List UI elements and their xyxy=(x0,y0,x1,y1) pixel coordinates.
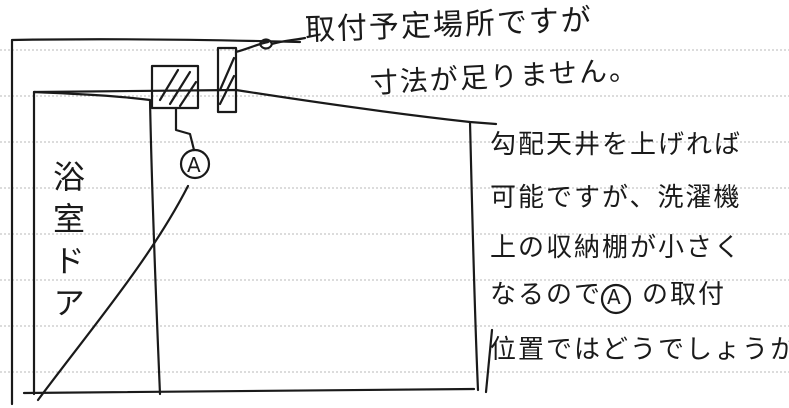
note-side-line-4-before: なるので xyxy=(490,280,603,310)
hatched-wall-piece xyxy=(216,46,238,114)
door-frame xyxy=(32,90,162,396)
note-side-line-4: なるので の取付 xyxy=(490,282,726,308)
door-label: 浴室ドア xyxy=(48,160,86,328)
marker-a-note-circle xyxy=(600,283,632,315)
note-side-line-4-after: の取付 xyxy=(642,280,727,310)
floor-line xyxy=(22,387,476,395)
note-side-line-3: 上の収納棚が小さく xyxy=(490,233,743,263)
connector-a xyxy=(174,106,196,152)
note-side-line-5: 位置ではどうでしょうか？ xyxy=(490,335,789,365)
swing-line xyxy=(36,184,190,402)
leader-line-top xyxy=(234,36,307,54)
marker-a-note-label: A xyxy=(607,285,621,309)
right-wall-tick xyxy=(484,328,494,394)
note-side-line-1: 勾配天井を上げれば xyxy=(490,130,743,160)
marker-a-circle xyxy=(179,148,211,180)
right-wall xyxy=(468,120,480,392)
marker-a-label: A xyxy=(187,153,201,177)
mount-box xyxy=(150,64,200,110)
notebook-rules xyxy=(0,49,789,373)
note-side-line-2: 可能ですが、洗濯機 xyxy=(490,183,742,213)
